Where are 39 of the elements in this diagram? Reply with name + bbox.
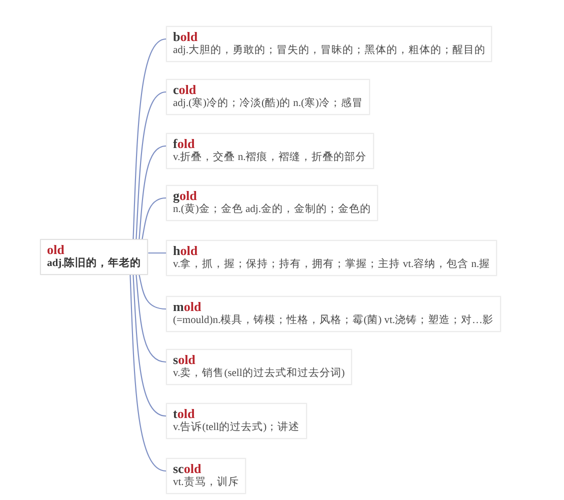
word-card: [166, 79, 370, 115]
definition-text: v.卖，销售(sell的过去式和过去分词): [173, 367, 345, 381]
branch-line: [138, 274, 166, 310]
word-heading: told: [173, 406, 195, 421]
word-card: [166, 458, 246, 494]
branch-line: [142, 197, 166, 240]
word-heading: sold: [173, 352, 196, 367]
branch-line: [136, 274, 166, 363]
word-heading: gold: [173, 188, 197, 203]
word-card: [166, 349, 352, 385]
word-card: [166, 296, 501, 332]
definition-text: n.(黄)金；金色 adj.金的，金制的；金色的: [173, 203, 371, 217]
root-definition: adj.陈旧的，年老的: [47, 257, 142, 271]
definition-text: adj.大胆的，勇敢的；冒失的，冒昧的；黑体的，粗体的；醒目的: [173, 44, 486, 58]
root-card: [40, 239, 148, 275]
definition-text: v.告诉(tell的过去式)；讲述: [173, 421, 300, 435]
word-heading: hold: [173, 243, 198, 258]
word-heading: fold: [173, 136, 195, 151]
definition-text: adj.(寒)冷的；冷淡(酷)的 n.(寒)冷；感冒: [173, 97, 363, 111]
branch-line: [148, 252, 166, 254]
word-card: [166, 240, 498, 276]
definition-text: v.折叠，交叠 n.褶痕，褶缝，折叠的部分: [173, 151, 367, 165]
branch-line: [136, 91, 166, 240]
branch-line: [130, 274, 166, 472]
definition-text: v.拿，抓，握；保持；持有，拥有；掌握；主持 vt.容纳，包含 n.握: [173, 258, 490, 272]
word-heading: mold: [173, 299, 202, 314]
word-heading: scold: [173, 461, 202, 476]
word-card: [166, 403, 307, 439]
branch-line: [138, 145, 166, 240]
branch-line: [132, 274, 166, 417]
word-card: [166, 26, 492, 62]
word-card: [166, 133, 374, 169]
word-card: [166, 185, 378, 221]
definition-text: vt.责骂，训斥: [173, 476, 239, 490]
word-heading: cold: [173, 82, 196, 97]
branch-line: [132, 38, 166, 240]
word-heading: bold: [173, 29, 198, 44]
definition-text: (=mould)n.模具，铸模；性格，风格；霉(菌) vt.浇铸；塑造；对…影: [173, 314, 494, 328]
root-word: old: [47, 242, 64, 257]
